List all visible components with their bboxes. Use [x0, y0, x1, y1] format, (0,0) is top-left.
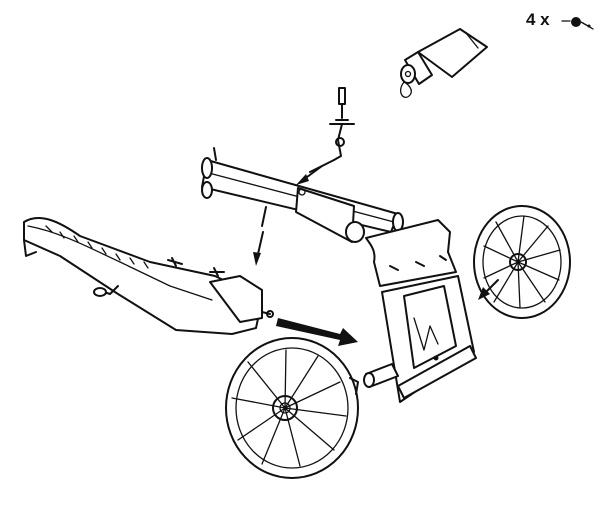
arrow-head — [296, 174, 309, 185]
arrow-trail-to-axle — [276, 318, 358, 346]
left-wheel-part — [225, 337, 359, 479]
arrow-right-wheel-to-axle — [485, 279, 499, 293]
arrow-head — [253, 252, 261, 266]
arrow-head — [478, 287, 490, 300]
rivet-detail-icon — [561, 17, 594, 30]
quantity-label: 4 x — [526, 10, 550, 29]
glue-tube-icon — [400, 28, 488, 98]
shield-axle-part — [363, 219, 477, 403]
right-wheel-part — [473, 205, 571, 319]
arrow-barrel-to-carriage — [257, 231, 264, 255]
elevating-rod-part — [309, 87, 355, 173]
carriage-trail-part — [23, 217, 274, 335]
gun-barrel-part — [201, 147, 404, 243]
